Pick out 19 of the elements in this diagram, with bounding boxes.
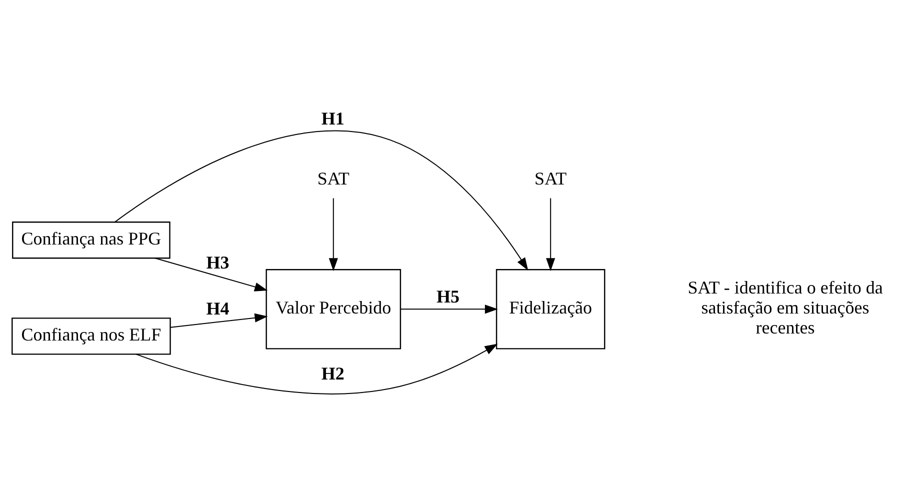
- edge-label: H3: [206, 252, 230, 272]
- edge-label: H5: [436, 286, 460, 306]
- arrow: [546, 197, 556, 271]
- node-box: Valor Percebido: [266, 268, 402, 349]
- label: SAT - identifica o efeito da satisfação em situações recentes: [688, 277, 883, 338]
- node-box: Confiança nas PPG: [12, 221, 170, 258]
- edge-label: H1: [321, 108, 344, 128]
- arrow: [400, 304, 498, 314]
- edge-label: H2: [321, 363, 344, 384]
- arrow: [136, 343, 498, 394]
- node-text: SAT: [317, 168, 350, 188]
- arrow: [114, 130, 528, 270]
- node-box: Confiança nos ELF: [12, 317, 171, 354]
- arrow: [328, 197, 338, 271]
- edge-label: H4: [206, 298, 230, 318]
- node-text: SAT: [534, 168, 567, 188]
- node-box: Fidelização: [496, 268, 606, 349]
- arrow: [170, 312, 268, 328]
- arrow: [154, 257, 268, 291]
